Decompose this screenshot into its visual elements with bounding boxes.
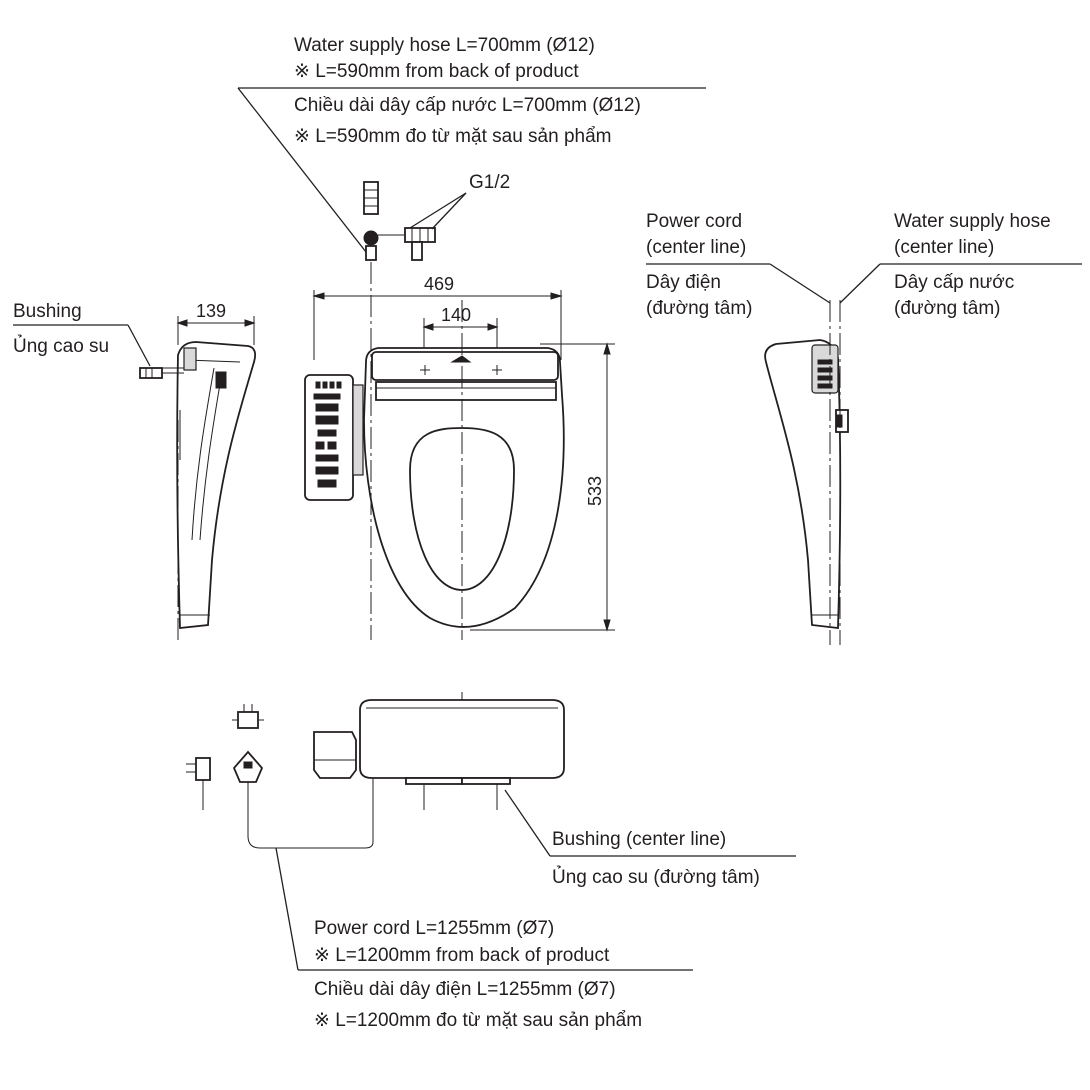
dimension-139-label: 139 <box>196 301 226 321</box>
valve-fitting: G1/2 <box>363 172 510 261</box>
plug-side-view <box>195 757 211 781</box>
water-hose-center-vi-line2: (đường tâm) <box>894 298 1001 319</box>
bushing-fitting <box>139 367 163 379</box>
left-side-view: 139 <box>139 301 257 640</box>
rear-view <box>247 692 565 849</box>
plug-top-view <box>237 711 259 729</box>
dimension-469-label: 469 <box>424 274 454 294</box>
water-hose-annotation: Water supply hose L=700mm (Ø12) ※ L=590m… <box>237 35 706 253</box>
power-cord-center-vi-line1: Dây điện <box>646 272 721 293</box>
water-hose-en-line1: Water supply hose L=700mm (Ø12) <box>294 35 595 56</box>
bushing-vi-label: Ủng cao su <box>13 335 109 357</box>
dimension-533-label: 533 <box>585 476 605 506</box>
power-cord-center-vi-line2: (đường tâm) <box>646 298 753 319</box>
power-cord-center-en-line1: Power cord <box>646 211 742 232</box>
bushing-center-annotation: Bushing (center line) Ủng cao su (đường … <box>504 789 796 888</box>
bushing-en-label: Bushing <box>13 301 82 322</box>
rear-control-box <box>313 731 357 779</box>
water-hose-center-annotation: Water supply hose (center line) Dây cấp … <box>839 211 1082 319</box>
power-cord-vi-line2: ※ L=1200mm đo từ mặt sau sản phẩm <box>314 1010 642 1031</box>
power-cord-center-en-line2: (center line) <box>646 237 746 258</box>
power-cord-en-line2: ※ L=1200mm from back of product <box>314 945 610 966</box>
water-hose-center-en-line1: Water supply hose <box>894 211 1051 232</box>
valve-knob <box>363 230 379 246</box>
water-hose-center-vi-line1: Dây cấp nước <box>894 272 1014 293</box>
power-cord-en-line1: Power cord L=1255mm (Ø7) <box>314 918 554 939</box>
thread-leader-2 <box>431 192 467 230</box>
bushing-left-annotation: Bushing Ủng cao su <box>13 301 151 367</box>
water-hose-leader <box>237 87 367 253</box>
thread-leader-1 <box>409 192 467 229</box>
water-hose-center-en-line2: (center line) <box>894 237 994 258</box>
bushing-center-vi-label: Ủng cao su (đường tâm) <box>552 866 760 888</box>
power-cord-center-annotation: Power cord (center line) Dây điện (đường… <box>646 211 831 319</box>
water-hose-vi-line2: ※ L=590mm đo từ mặt sau sản phẩm <box>294 126 612 147</box>
dimension-overall-length: 533 <box>470 342 615 632</box>
thread-size-label: G1/2 <box>469 172 510 193</box>
power-cord-vi-line1: Chiều dài dây điện L=1255mm (Ø7) <box>314 979 616 1000</box>
power-cord-annotation: Power cord L=1255mm (Ø7) ※ L=1200mm from… <box>275 847 693 1031</box>
seat-plan-view <box>363 262 565 640</box>
bushing-center-en-label: Bushing (center line) <box>552 829 726 850</box>
right-side-view <box>764 300 849 645</box>
water-hose-en-line2: ※ L=590mm from back of product <box>294 61 579 82</box>
power-plugs <box>186 704 264 810</box>
dimension-overall-width: 469 <box>312 274 563 360</box>
water-hose-vi-line1: Chiều dài dây cấp nước L=700mm (Ø12) <box>294 95 641 116</box>
remote-control <box>304 374 364 501</box>
dimension-140-label: 140 <box>441 305 471 325</box>
